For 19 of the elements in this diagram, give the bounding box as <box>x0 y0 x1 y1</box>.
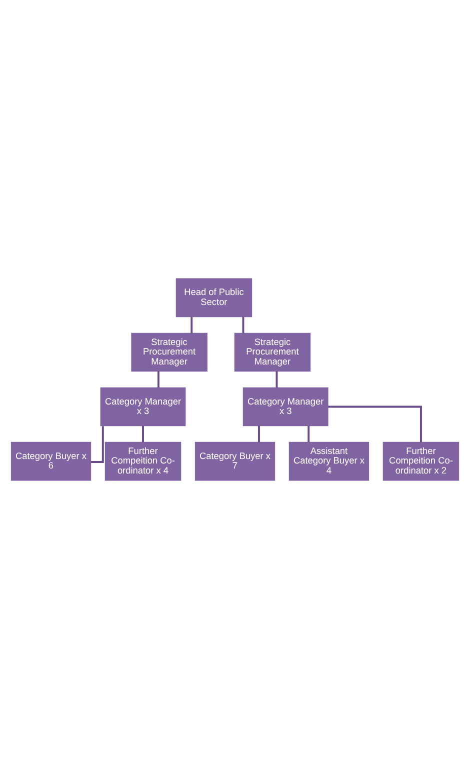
node-box: Category Buyer x 6 <box>10 442 92 481</box>
connector <box>308 426 310 442</box>
node-box: Assistant Category Buyer x 4 <box>288 442 370 481</box>
node-box: Category Manager x 3 <box>242 387 328 426</box>
connector <box>190 316 193 334</box>
node-box: Strategic Procurement Manager <box>131 332 208 372</box>
connector <box>242 316 244 334</box>
node-box: Strategic Procurement Manager <box>234 332 311 372</box>
node-box: Further Compeition Co- ordinator x 4 <box>104 442 182 481</box>
connector <box>276 371 278 388</box>
node-box: Head of Public Sector <box>176 278 252 318</box>
connector <box>328 406 422 442</box>
node-box: Further Compeition Co- ordinator x 2 <box>382 442 460 481</box>
connector <box>258 426 260 442</box>
connector <box>157 371 160 388</box>
connector <box>142 426 144 442</box>
node-box: Category Buyer x 7 <box>194 442 276 481</box>
node-box: Category Manager x 3 <box>100 387 186 426</box>
connector <box>90 426 104 463</box>
